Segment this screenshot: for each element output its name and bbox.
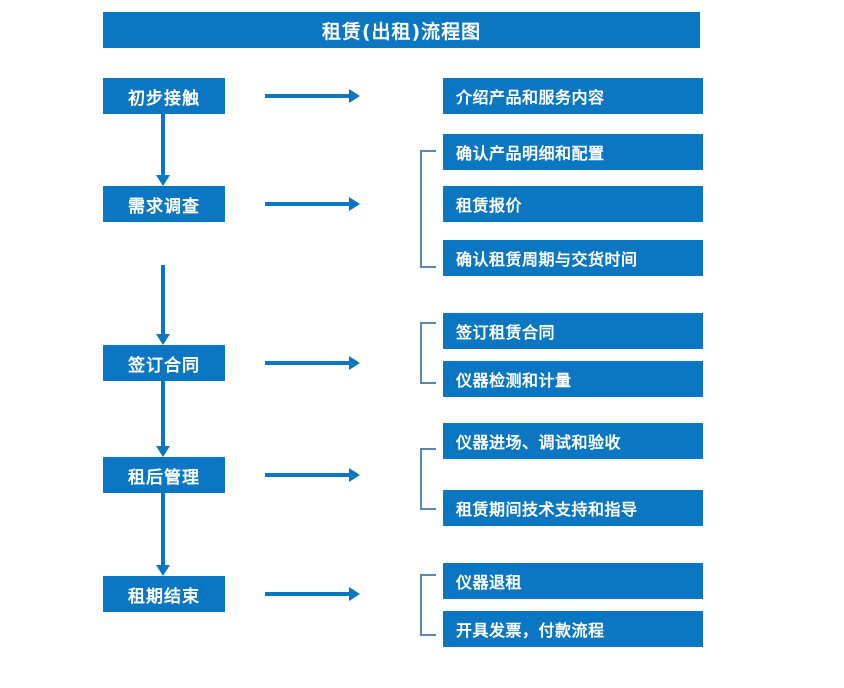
bracket-connector-3: [420, 322, 436, 384]
stage-box-5[interactable]: 租期结束: [103, 576, 225, 612]
arrow-shaft: [265, 202, 349, 206]
detail-box-5-2[interactable]: 开具发票，付款流程: [443, 611, 703, 647]
detail-box-5-1[interactable]: 仪器退租: [443, 563, 703, 599]
stage-box-1[interactable]: 初步接触: [103, 78, 225, 114]
detail-box-3-2[interactable]: 仪器检测和计量: [443, 361, 703, 397]
arrow-shaft: [265, 473, 349, 477]
flow-arrow-right-1: [265, 89, 360, 103]
arrow-shaft: [265, 592, 349, 596]
detail-box-2-2[interactable]: 租赁报价: [443, 186, 703, 222]
bracket-connector-2: [420, 150, 436, 268]
arrow-head: [156, 175, 170, 186]
flow-arrow-down-4: [156, 493, 170, 576]
arrow-shaft: [265, 361, 349, 365]
arrow-head: [349, 587, 360, 601]
detail-box-4-2[interactable]: 租赁期间技术支持和指导: [443, 490, 703, 526]
bracket-connector-5: [420, 574, 436, 636]
flow-arrow-right-2: [265, 197, 360, 211]
arrow-head: [156, 565, 170, 576]
detail-box-2-3[interactable]: 确认租赁周期与交货时间: [443, 240, 703, 276]
arrow-head: [156, 446, 170, 457]
arrow-head: [349, 468, 360, 482]
bracket-connector-4: [420, 448, 436, 510]
flow-arrow-down-3: [156, 381, 170, 457]
arrow-shaft: [161, 381, 165, 446]
flow-arrow-down-1: [156, 114, 170, 186]
flow-arrow-right-4: [265, 468, 360, 482]
arrow-shaft: [265, 94, 349, 98]
stage-box-2[interactable]: 需求调查: [103, 186, 225, 222]
detail-box-4-1[interactable]: 仪器进场、调试和验收: [443, 423, 703, 459]
arrow-head: [349, 197, 360, 211]
detail-box-1-1[interactable]: 介绍产品和服务内容: [443, 78, 703, 114]
arrow-shaft: [161, 493, 165, 565]
chart-title: 租赁(出租)流程图: [103, 12, 700, 48]
arrow-head: [349, 356, 360, 370]
flow-arrow-right-5: [265, 587, 360, 601]
detail-box-2-1[interactable]: 确认产品明细和配置: [443, 134, 703, 170]
arrow-head: [156, 334, 170, 345]
stage-box-4[interactable]: 租后管理: [103, 457, 225, 493]
flow-arrow-down-2: [156, 265, 170, 345]
flow-arrow-right-3: [265, 356, 360, 370]
arrow-shaft: [161, 265, 165, 334]
detail-box-3-1[interactable]: 签订租赁合同: [443, 313, 703, 349]
stage-box-3[interactable]: 签订合同: [103, 345, 225, 381]
arrow-head: [349, 89, 360, 103]
arrow-shaft: [161, 114, 165, 175]
